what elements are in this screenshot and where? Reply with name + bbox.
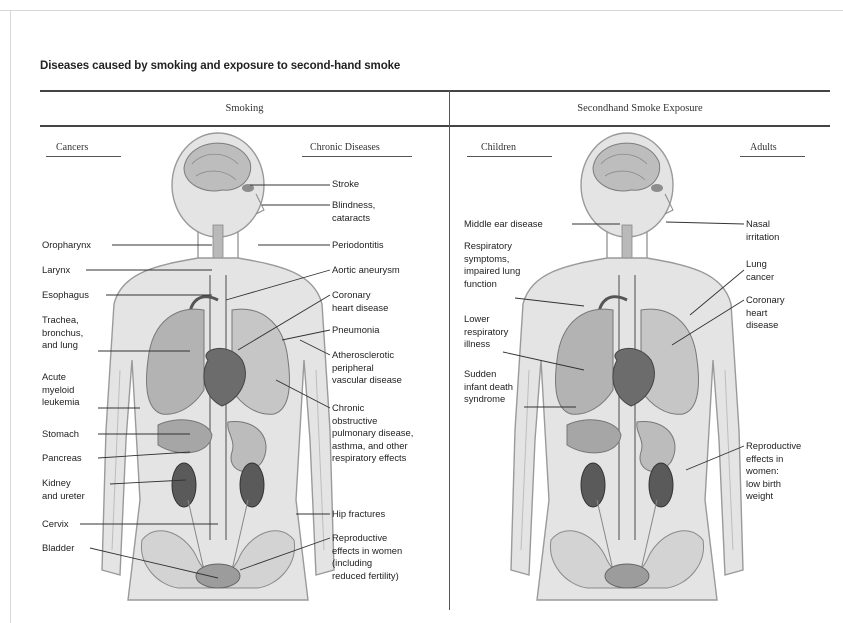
adults-label-line: effects in xyxy=(746,453,801,466)
chronic-label-line: Coronary xyxy=(332,289,388,302)
cancer-label-line: Cervix xyxy=(42,518,69,531)
adults-label-line: Nasal xyxy=(746,218,779,231)
chronic-label-line: Atherosclerotic xyxy=(332,349,402,362)
chronic-label-line: Periodontitis xyxy=(332,239,384,252)
chronic-label-line: (including xyxy=(332,557,402,570)
cancer-label-3: Esophagus xyxy=(42,289,89,302)
secondhand-body-figure xyxy=(511,133,743,600)
cancer-label-line: Stomach xyxy=(42,428,79,441)
cancer-label-10: Bladder xyxy=(42,542,74,555)
chronic-label-line: effects in women xyxy=(332,545,402,558)
cancer-label-6: Stomach xyxy=(42,428,79,441)
chronic-label-2: Blindness,cataracts xyxy=(332,199,375,224)
chronic-label-1: Stroke xyxy=(332,178,359,191)
children-label-line: symptoms, xyxy=(464,253,520,266)
adults-label-line: women: xyxy=(746,465,801,478)
adults-label-line: heart xyxy=(746,307,785,320)
chronic-label-line: Pneumonia xyxy=(332,324,379,337)
chronic-label-line: peripheral xyxy=(332,362,402,375)
children-label-line: Respiratory xyxy=(464,240,520,253)
cancer-label-line: Esophagus xyxy=(42,289,89,302)
children-label-1: Middle ear disease xyxy=(464,218,543,231)
chronic-label-line: Chronic xyxy=(332,402,413,415)
chronic-label-line: Stroke xyxy=(332,178,359,191)
chronic-label-10: Reproductiveeffects in women(includingre… xyxy=(332,532,402,582)
chronic-label-6: Pneumonia xyxy=(332,324,379,337)
chronic-label-line: obstructive xyxy=(332,415,413,428)
cancer-label-7: Pancreas xyxy=(42,452,82,465)
cancer-label-line: leukemia xyxy=(42,396,80,409)
adults-label-line: Coronary xyxy=(746,294,785,307)
adults-label-line: cancer xyxy=(746,271,774,284)
cancer-label-2: Larynx xyxy=(42,264,70,277)
children-label-line: syndrome xyxy=(464,393,513,406)
chronic-label-line: respiratory effects xyxy=(332,452,413,465)
adults-label-line: Lung xyxy=(746,258,774,271)
chronic-label-line: pulmonary disease, xyxy=(332,427,413,440)
chronic-label-line: heart disease xyxy=(332,302,388,315)
adults-label-line: weight xyxy=(746,490,801,503)
adults-label-line: Reproductive xyxy=(746,440,801,453)
chronic-label-line: Hip fractures xyxy=(332,508,385,521)
chronic-label-4: Aortic aneurysm xyxy=(332,264,400,277)
chronic-label-3: Periodontitis xyxy=(332,239,384,252)
adults-label-4: Reproductiveeffects inwomen:low birthwei… xyxy=(746,440,801,503)
smoker-body-figure xyxy=(102,133,334,600)
adults-label-line: low birth xyxy=(746,478,801,491)
adults-label-line: irritation xyxy=(746,231,779,244)
children-label-line: Middle ear disease xyxy=(464,218,543,231)
children-label-line: impaired lung xyxy=(464,265,520,278)
cancer-label-line: Acute xyxy=(42,371,80,384)
chronic-label-line: Blindness, xyxy=(332,199,375,212)
cancer-label-4: Trachea,bronchus,and lung xyxy=(42,314,83,352)
children-label-line: Lower xyxy=(464,313,508,326)
cancer-label-line: Pancreas xyxy=(42,452,82,465)
cancer-label-line: myeloid xyxy=(42,384,80,397)
chronic-label-9: Hip fractures xyxy=(332,508,385,521)
cancer-label-line: Trachea, xyxy=(42,314,83,327)
adults-label-line: disease xyxy=(746,319,785,332)
chronic-label-line: Aortic aneurysm xyxy=(332,264,400,277)
children-label-line: infant death xyxy=(464,381,513,394)
cancer-label-line: Kidney xyxy=(42,477,85,490)
cancer-label-9: Cervix xyxy=(42,518,69,531)
chronic-label-line: Reproductive xyxy=(332,532,402,545)
chronic-label-line: cataracts xyxy=(332,212,375,225)
cancer-label-line: Bladder xyxy=(42,542,74,555)
cancer-label-line: Oropharynx xyxy=(42,239,91,252)
chronic-label-line: asthma, and other xyxy=(332,440,413,453)
children-label-line: Sudden xyxy=(464,368,513,381)
chronic-label-line: vascular disease xyxy=(332,374,402,387)
cancer-label-1: Oropharynx xyxy=(42,239,91,252)
cancer-label-line: and lung xyxy=(42,339,83,352)
children-label-line: illness xyxy=(464,338,508,351)
children-label-line: function xyxy=(464,278,520,291)
cancer-label-line: Larynx xyxy=(42,264,70,277)
cancer-label-line: and ureter xyxy=(42,490,85,503)
children-label-line: respiratory xyxy=(464,326,508,339)
cancer-label-line: bronchus, xyxy=(42,327,83,340)
chronic-label-line: reduced fertility) xyxy=(332,570,402,583)
